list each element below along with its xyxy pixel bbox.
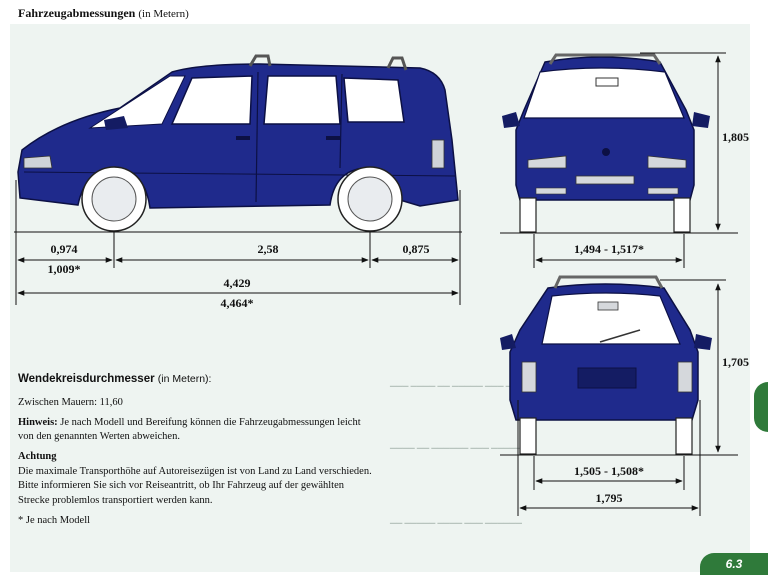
mirror-right-rear — [694, 334, 712, 350]
door-handle — [236, 136, 250, 140]
rear-view-mirror — [595, 77, 619, 87]
page-title-unit: (in Metern) — [138, 8, 189, 20]
dim-height: 1,805 — [722, 130, 749, 144]
front-tire-right — [673, 197, 691, 233]
front-grille — [575, 175, 635, 185]
bleed-through-text: ▁▁▁▁ ▁▁ ▁▁▁▁▁▁ ▁▁▁ ▁▁▁▁▁ — [390, 440, 522, 449]
rear-view-car — [500, 275, 738, 456]
rear-dimension-lines — [517, 279, 726, 516]
achtung-label: Achtung — [18, 451, 57, 463]
tail-light — [431, 139, 445, 169]
roof-rail-front — [248, 54, 272, 67]
headlight — [23, 155, 53, 169]
dim-rear-height: 1,705 — [722, 355, 749, 369]
front-windshield — [523, 67, 685, 119]
footnote: * Je nach Modell — [18, 514, 91, 526]
front-wheel — [81, 166, 147, 232]
brake-light — [597, 301, 619, 311]
rear-tire-left — [519, 417, 537, 455]
turning-heading-unit: (in Metern): — [157, 373, 212, 385]
dim-front-overhang-alt: 1,009* — [48, 262, 81, 276]
front-dimension-lines — [533, 52, 726, 268]
side-window-middle — [263, 75, 341, 125]
rear-wiper — [599, 329, 641, 343]
achtung-text: Die maximale Transporthöhe auf Autoreise… — [18, 466, 372, 506]
page-number: 6.3 — [700, 553, 768, 575]
chapter-tab — [754, 382, 768, 432]
between-walls-text: Zwischen Mauern: 11,60 — [18, 396, 123, 408]
rear-window — [541, 292, 681, 345]
dim-wheelbase: 2,58 — [258, 242, 279, 256]
door-line — [339, 73, 343, 169]
logo — [602, 148, 610, 156]
mirror-right — [692, 112, 710, 128]
fog-light-left — [535, 187, 567, 195]
bleed-through-text: ▁▁ ▁▁▁▁▁ ▁▁▁▁ ▁▁▁ ▁▁▁▁▁▁ — [390, 515, 522, 524]
door-handle — [326, 136, 340, 140]
tail-light-right — [677, 361, 693, 393]
side-view-car — [14, 54, 462, 233]
license-plate-area — [577, 367, 637, 389]
turning-heading-text: Wendekreisdurchmesser — [18, 373, 155, 385]
turning-circle-heading: Wendekreisdurchmesser (in Metern): — [18, 372, 378, 388]
dim-width: 1,795 — [596, 491, 623, 505]
hinweis-paragraph: Hinweis: Je nach Modell und Bereifung kö… — [18, 416, 378, 444]
roof-rack-rear — [553, 275, 664, 289]
dim-rear-track: 1,505 - 1,508* — [574, 464, 644, 478]
fog-light-right — [647, 187, 679, 195]
tail-light-left — [521, 361, 537, 393]
page-title-text: Fahrzeugabmessungen — [18, 6, 136, 20]
door-line — [255, 71, 259, 203]
hinweis-label: Hinweis: — [18, 416, 58, 428]
dim-total-length: 4,429 — [224, 276, 251, 290]
dim-total-length-alt: 4,464* — [221, 296, 254, 310]
front-tire-left — [519, 197, 537, 233]
dim-front-overhang: 0,974 — [51, 242, 78, 256]
roof-rail-rear — [386, 56, 408, 71]
bleed-through-text: ▁▁▁ ▁▁▁▁ ▁▁ ▁▁▁▁▁ ▁▁▁ ▁▁▁▁ — [390, 378, 531, 387]
info-text-block: Wendekreisdurchmesser (in Metern): Zwisc… — [18, 372, 378, 534]
side-window-rear — [343, 77, 405, 123]
side-mirror — [104, 116, 128, 130]
rear-tire-right — [675, 417, 693, 455]
page-title: Fahrzeugabmessungen (in Metern) — [18, 6, 189, 21]
rear-wheel — [337, 166, 403, 232]
hinweis-text: Je nach Modell und Bereifung können die … — [18, 416, 361, 442]
roof-rack-front — [548, 53, 662, 65]
side-dimension-lines — [15, 180, 461, 305]
mirror-left — [502, 112, 520, 128]
mirror-left-rear — [500, 334, 516, 350]
side-window-front — [170, 75, 253, 125]
windshield — [88, 75, 186, 129]
dim-front-track: 1,494 - 1,517* — [574, 242, 644, 256]
headlight-right — [647, 155, 687, 169]
front-view-car — [500, 53, 738, 234]
dim-rear-overhang: 0,875 — [403, 242, 430, 256]
headlight-left — [527, 155, 567, 169]
